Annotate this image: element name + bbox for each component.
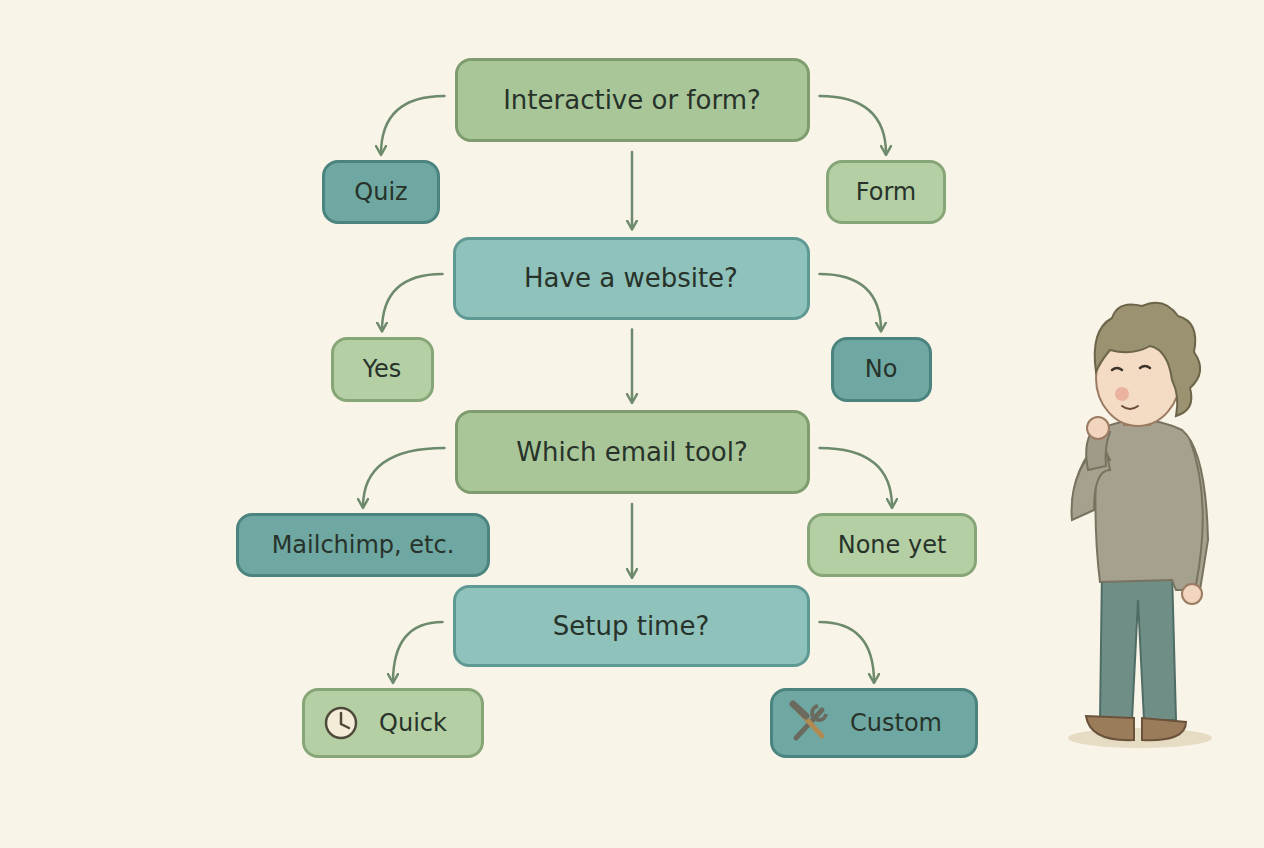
trousers	[1100, 570, 1176, 720]
arm-line	[1190, 440, 1203, 585]
flow-arrow	[363, 448, 445, 507]
shadow	[1068, 728, 1212, 748]
answer-box: Yes	[331, 337, 434, 402]
answer-box: None yet	[807, 513, 977, 577]
sweater	[1095, 420, 1208, 590]
hand	[1087, 417, 1109, 439]
node-label: None yet	[838, 531, 947, 559]
flow-arrow	[393, 622, 443, 682]
flow-arrow	[820, 274, 882, 331]
flow-arrow	[382, 274, 443, 331]
shoe	[1142, 718, 1186, 740]
answer-box: Form	[826, 160, 946, 224]
flow-arrow	[820, 622, 875, 682]
question-box: Setup time?	[453, 585, 810, 667]
node-label: Quick	[379, 709, 447, 737]
question-box: Interactive or form?	[455, 58, 810, 142]
node-label: Quiz	[354, 178, 407, 206]
question-box: Which email tool?	[455, 410, 810, 494]
flow-arrow	[631, 504, 634, 577]
node-label: Interactive or form?	[503, 85, 761, 115]
answer-box: Quiz	[322, 160, 440, 224]
eye	[1112, 368, 1122, 370]
node-label: Have a website?	[524, 263, 738, 293]
node-label: No	[865, 355, 898, 383]
node-label: Yes	[363, 355, 402, 383]
flow-arrow	[820, 96, 887, 154]
hand	[1182, 584, 1202, 604]
answer-box: Custom	[770, 688, 978, 758]
smile	[1122, 406, 1138, 409]
answer-box: Mailchimp, etc.	[236, 513, 490, 577]
shoe	[1086, 716, 1134, 740]
flow-arrow	[820, 448, 893, 507]
node-label: Mailchimp, etc.	[272, 531, 455, 559]
flow-arrow	[631, 152, 634, 229]
curly-hair	[1095, 303, 1200, 416]
cheek	[1115, 387, 1129, 401]
flow-arrow	[631, 330, 634, 403]
eye	[1140, 366, 1150, 368]
question-box: Have a website?	[453, 237, 810, 320]
node-label: Setup time?	[553, 611, 709, 641]
node-label: Form	[856, 178, 916, 206]
flow-arrow	[381, 96, 445, 154]
node-label: Which email tool?	[516, 437, 747, 467]
node-label: Custom	[850, 709, 942, 737]
answer-box: No	[831, 337, 932, 402]
answer-box: Quick	[302, 688, 484, 758]
